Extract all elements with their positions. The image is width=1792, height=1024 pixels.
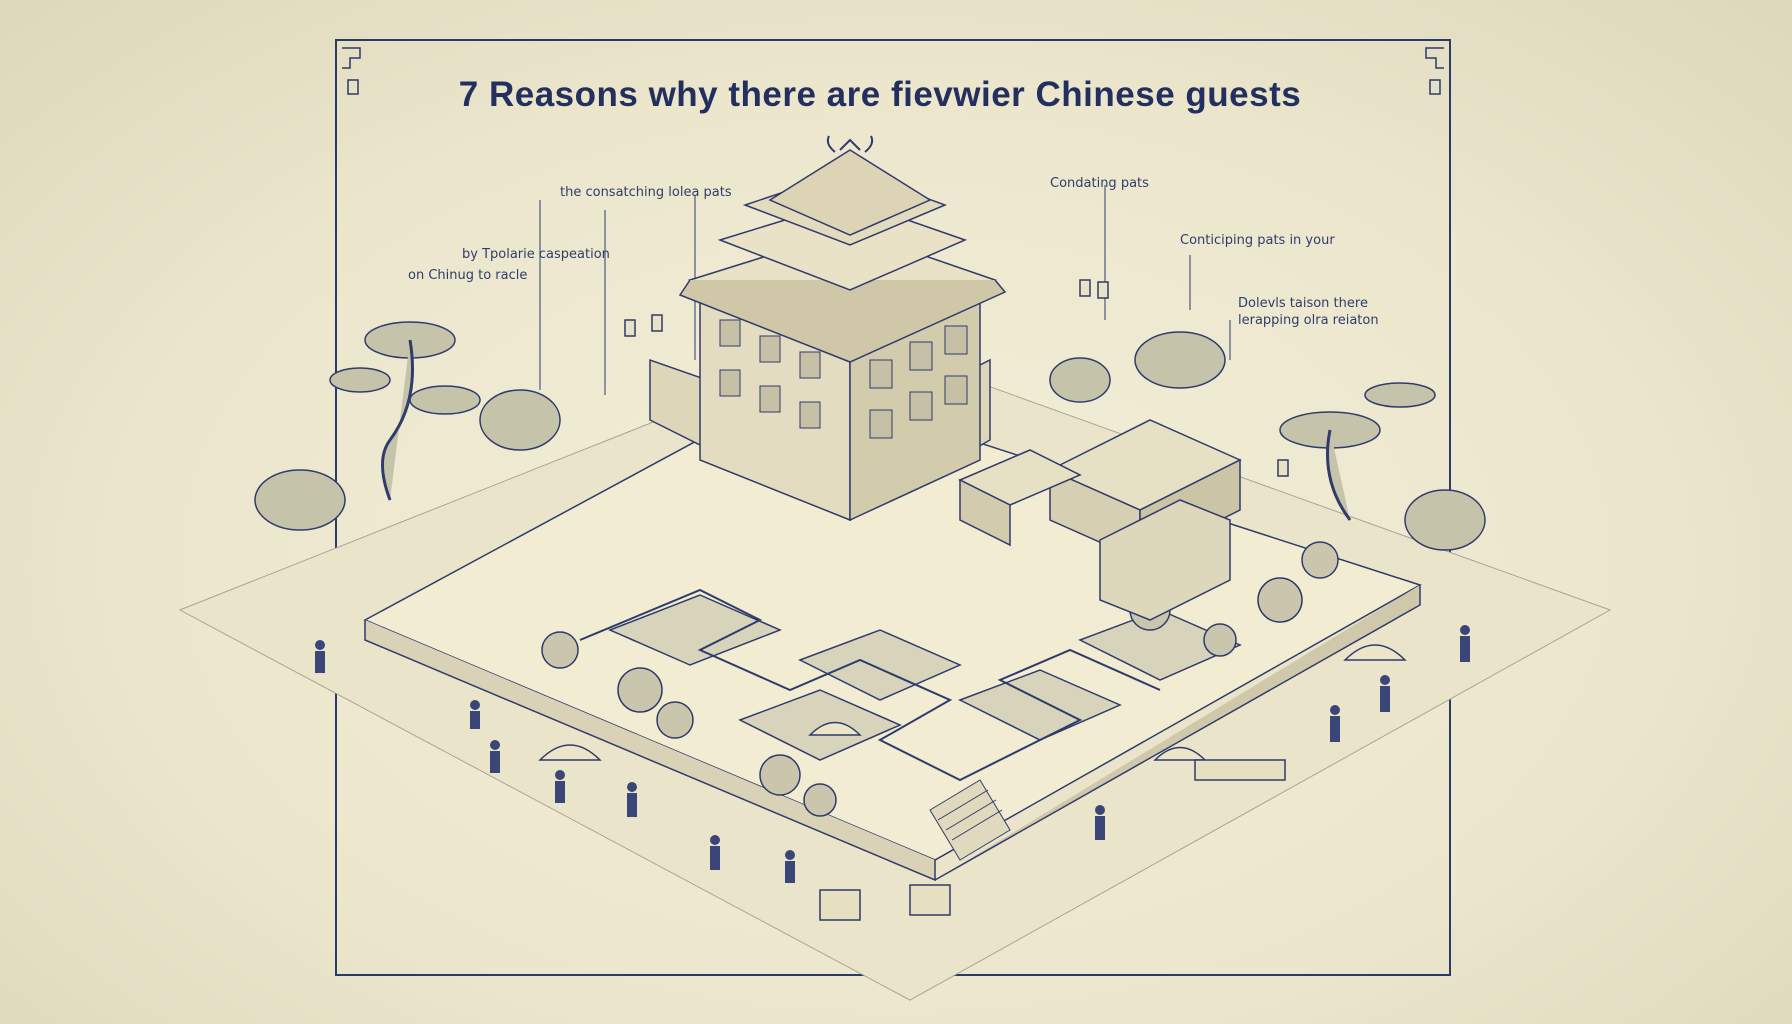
page-title: 7 Reasons why there are fievwier Chinese…: [458, 75, 1302, 114]
corner-ornament-top-left: [342, 47, 361, 95]
callout-label-5: on Chinug to racle: [408, 268, 528, 283]
hotel-tower: [649, 135, 1007, 522]
callout-label-2: Condating pats: [1050, 176, 1149, 191]
callout-label-6: Dolevls taison there: [1238, 296, 1368, 311]
people: [315, 625, 1470, 883]
annex-building: [958, 419, 1242, 621]
callout-label-3: Conticiping pats in your: [1180, 233, 1335, 248]
lanterns: [624, 279, 1289, 477]
fan-pavilions: [538, 644, 1407, 761]
callout-label-4: by Tpolarie caspeation: [462, 247, 610, 262]
bushes: [541, 541, 1339, 817]
callout-label-7: lerapping olra reiaton: [1238, 313, 1379, 328]
corner-ornament-top-right: [1425, 47, 1444, 95]
garden-beds: [608, 594, 1242, 761]
stairs: [929, 779, 1011, 861]
callout-label-1: the consatching lolea pats: [560, 185, 732, 200]
trees: [254, 321, 1486, 551]
garden-path: [579, 588, 1161, 782]
courtyard-tables: [819, 759, 1286, 921]
